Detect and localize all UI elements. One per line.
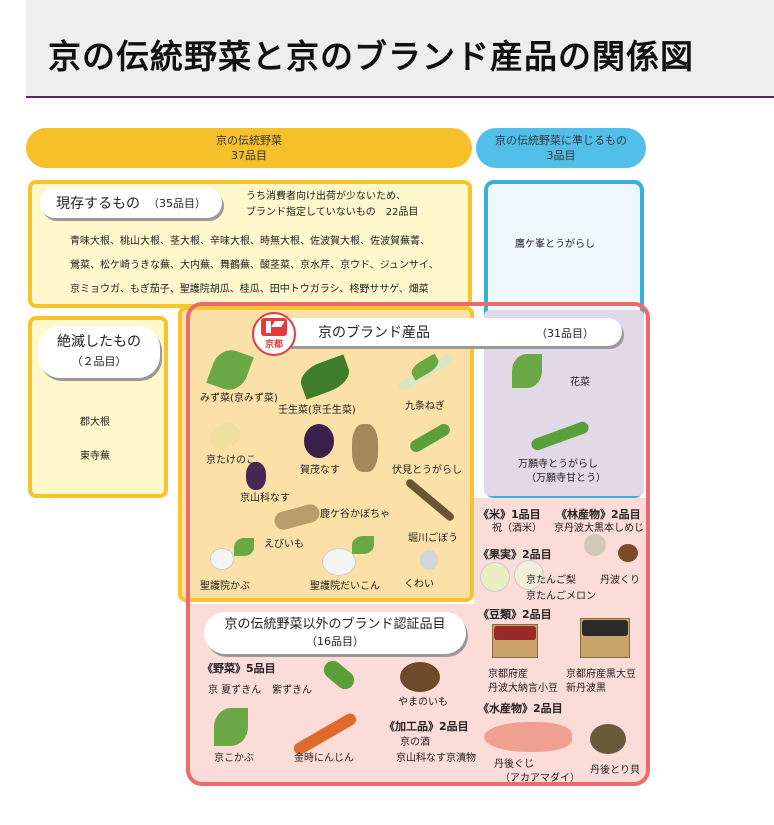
beans-item: 京都府産黒大豆 bbox=[566, 669, 636, 680]
rice-heading: 《米》1品目 bbox=[478, 508, 541, 521]
brand-item-label: 京たけのこ bbox=[206, 455, 256, 466]
traditional-category-label: 京の伝統野菜 bbox=[216, 134, 282, 147]
traditional-category-pill: 京の伝統野菜 37品目 bbox=[26, 128, 472, 168]
brand-item-label: 京山科なす bbox=[240, 493, 290, 504]
rice-item: 祝（酒米） bbox=[492, 523, 542, 534]
brand-frame bbox=[186, 302, 650, 786]
brand-semi-item-label: 花菜 bbox=[570, 377, 590, 388]
tango-nashi-illustration bbox=[480, 562, 510, 592]
brand-count: （31品目） bbox=[536, 327, 594, 340]
kokabu-illustration bbox=[214, 708, 248, 746]
brand-label: 京のブランド産品 bbox=[318, 325, 430, 341]
brand-item-label: 鹿ケ谷かぼちゃ bbox=[320, 509, 390, 520]
extinct-item: 郡大根 bbox=[80, 417, 110, 428]
semi-category-count: 3品目 bbox=[546, 149, 576, 162]
seafood-item: 丹後とり貝 bbox=[590, 765, 640, 776]
semi-only-item: 鷹ケ峯とうがらし bbox=[515, 239, 595, 250]
existing-note-line2: ブランド指定していないもの 22品目 bbox=[246, 207, 419, 218]
other-vegetable-item: 金時にんじん bbox=[294, 753, 354, 764]
tamba-kuri-illustration bbox=[618, 544, 638, 562]
page-title: 京の伝統野菜と京のブランド産品の関係図 bbox=[48, 37, 694, 76]
seafood-item: （アカアマダイ） bbox=[500, 773, 580, 784]
brand-item-label: 伏見とうがらし bbox=[392, 465, 462, 476]
beans-item: 丹波大納言小豆 bbox=[488, 683, 558, 694]
brand-label-pill: 京のブランド産品 （31品目） bbox=[262, 318, 622, 346]
existing-count: （35品目） bbox=[148, 197, 206, 210]
brand-item-label: 壬生菜(京壬生菜) bbox=[278, 405, 356, 416]
existing-row: 鶯菜、松ケ崎うきな蕪、大内蕪、舞鶴蕪、酸茎菜、京水芹、京ウド、ジュンサイ、 bbox=[70, 260, 439, 271]
yamashina-nasu-illustration bbox=[246, 462, 266, 490]
brand-item-label: 聖護院だいこん bbox=[310, 581, 380, 592]
forest-item: 京丹波大黒本しめじ bbox=[554, 523, 644, 534]
shogoin-daikon-illustration bbox=[322, 548, 356, 576]
tango-melon-illustration bbox=[514, 560, 544, 590]
forest-heading: 《林産物》2品目 bbox=[556, 508, 641, 521]
fruit-heading: 《果実》2品目 bbox=[478, 548, 552, 561]
existing-label: 現存するもの bbox=[56, 196, 140, 212]
brand-item-label: みず菜(京みず菜) bbox=[200, 393, 278, 404]
extinct-count: （２品目） bbox=[71, 355, 127, 368]
shimeji-illustration bbox=[584, 534, 606, 556]
other-vegetables-heading: 《野菜》5品目 bbox=[202, 662, 276, 675]
beans-item: 京都府産 bbox=[488, 669, 528, 680]
shogoin-kabu-leaf-illustration bbox=[234, 538, 254, 556]
forest-item: 丹波くり bbox=[600, 575, 640, 586]
existing-label-pill: 現存するもの （35品目） bbox=[40, 188, 222, 218]
fruit-item: 京たんご梨 bbox=[526, 575, 576, 586]
yamanoimo-illustration bbox=[400, 662, 440, 692]
fruit-item: 京たんごメロン bbox=[526, 591, 596, 602]
semi-category-pill: 京の伝統野菜に準じるもの 3品目 bbox=[476, 128, 646, 168]
other-vegetable-item: やまのいも bbox=[398, 697, 448, 708]
seafood-heading: 《水産物》2品目 bbox=[478, 702, 563, 715]
other-brand-label-pill: 京の伝統野菜以外のブランド認証品目 （16品目） bbox=[204, 612, 466, 654]
other-brand-count: （16品目） bbox=[306, 635, 364, 648]
extinct-label: 絶滅したもの bbox=[57, 334, 141, 350]
kyoto-brand-logo: 京都 bbox=[252, 312, 296, 356]
shogoin-kabu-illustration bbox=[210, 548, 234, 570]
title-bar bbox=[26, 0, 774, 98]
existing-row: 京ミョウガ、もぎ茄子、聖護院胡瓜、桂瓜、田中トウガラシ、柊野ササゲ、畑菜 bbox=[70, 284, 429, 295]
existing-note-line1: うち消費者向け出荷が少ないため、 bbox=[246, 191, 406, 202]
brand-mark-icon bbox=[261, 318, 287, 336]
beans-item: 新丹波黒 bbox=[566, 683, 606, 694]
brand-item-label: えびいも bbox=[264, 539, 304, 550]
kuromame-beans-illustration bbox=[582, 620, 628, 636]
brand-item-label: 聖護院かぶ bbox=[200, 581, 250, 592]
other-vegetable-item: 京 夏ずきん bbox=[208, 685, 262, 696]
shogoin-daikon-leaf-illustration bbox=[352, 536, 374, 554]
brand-semi-item-label: （万願寺甘とう） bbox=[526, 473, 606, 484]
azuki-beans-illustration bbox=[494, 626, 536, 640]
processed-item: 京山科なす京漬物 bbox=[396, 753, 476, 764]
brand-item-label: くわい bbox=[404, 579, 434, 590]
other-brand-label: 京の伝統野菜以外のブランド認証品目 bbox=[224, 617, 446, 632]
kuwai-illustration bbox=[420, 550, 438, 570]
extinct-item: 東寺蕪 bbox=[80, 451, 110, 462]
seafood-item: 丹後ぐじ bbox=[494, 759, 534, 770]
other-vegetable-item: 京こかぶ bbox=[214, 753, 254, 764]
brand-item-label: 堀川ごぼう bbox=[408, 533, 458, 544]
logo-text: 京都 bbox=[264, 340, 283, 350]
existing-vegetable-list: 青味大根、桃山大根、茎大根、辛味大根、時無大根、佐波賀大根、佐波賀蕪菁、 鶯菜、… bbox=[70, 230, 462, 302]
brand-item-label: 賀茂なす bbox=[300, 465, 340, 476]
processed-heading: 《加工品》2品目 bbox=[384, 720, 469, 733]
shishigatani-kabocha-illustration bbox=[352, 424, 378, 472]
brand-semi-item-label: 万願寺とうがらし bbox=[518, 459, 598, 470]
extinct-label-pill: 絶滅したもの （２品目） bbox=[38, 326, 160, 378]
kamo-nasu-illustration bbox=[304, 424, 334, 458]
tango-torigai-illustration bbox=[590, 724, 626, 754]
existing-row: 青味大根、桃山大根、茎大根、辛味大根、時無大根、佐波賀大根、佐波賀蕪菁、 bbox=[70, 236, 430, 247]
traditional-category-count: 37品目 bbox=[231, 149, 267, 162]
semi-category-label: 京の伝統野菜に準じるもの bbox=[495, 134, 627, 147]
beans-heading: 《豆類》2品目 bbox=[478, 608, 552, 621]
brand-item-label: 九条ねぎ bbox=[405, 401, 445, 412]
processed-item: 京の酒 bbox=[400, 737, 430, 748]
hanana-illustration bbox=[512, 354, 542, 388]
tango-guji-illustration bbox=[484, 722, 572, 752]
other-vegetable-item: 紫ずきん bbox=[272, 685, 312, 696]
